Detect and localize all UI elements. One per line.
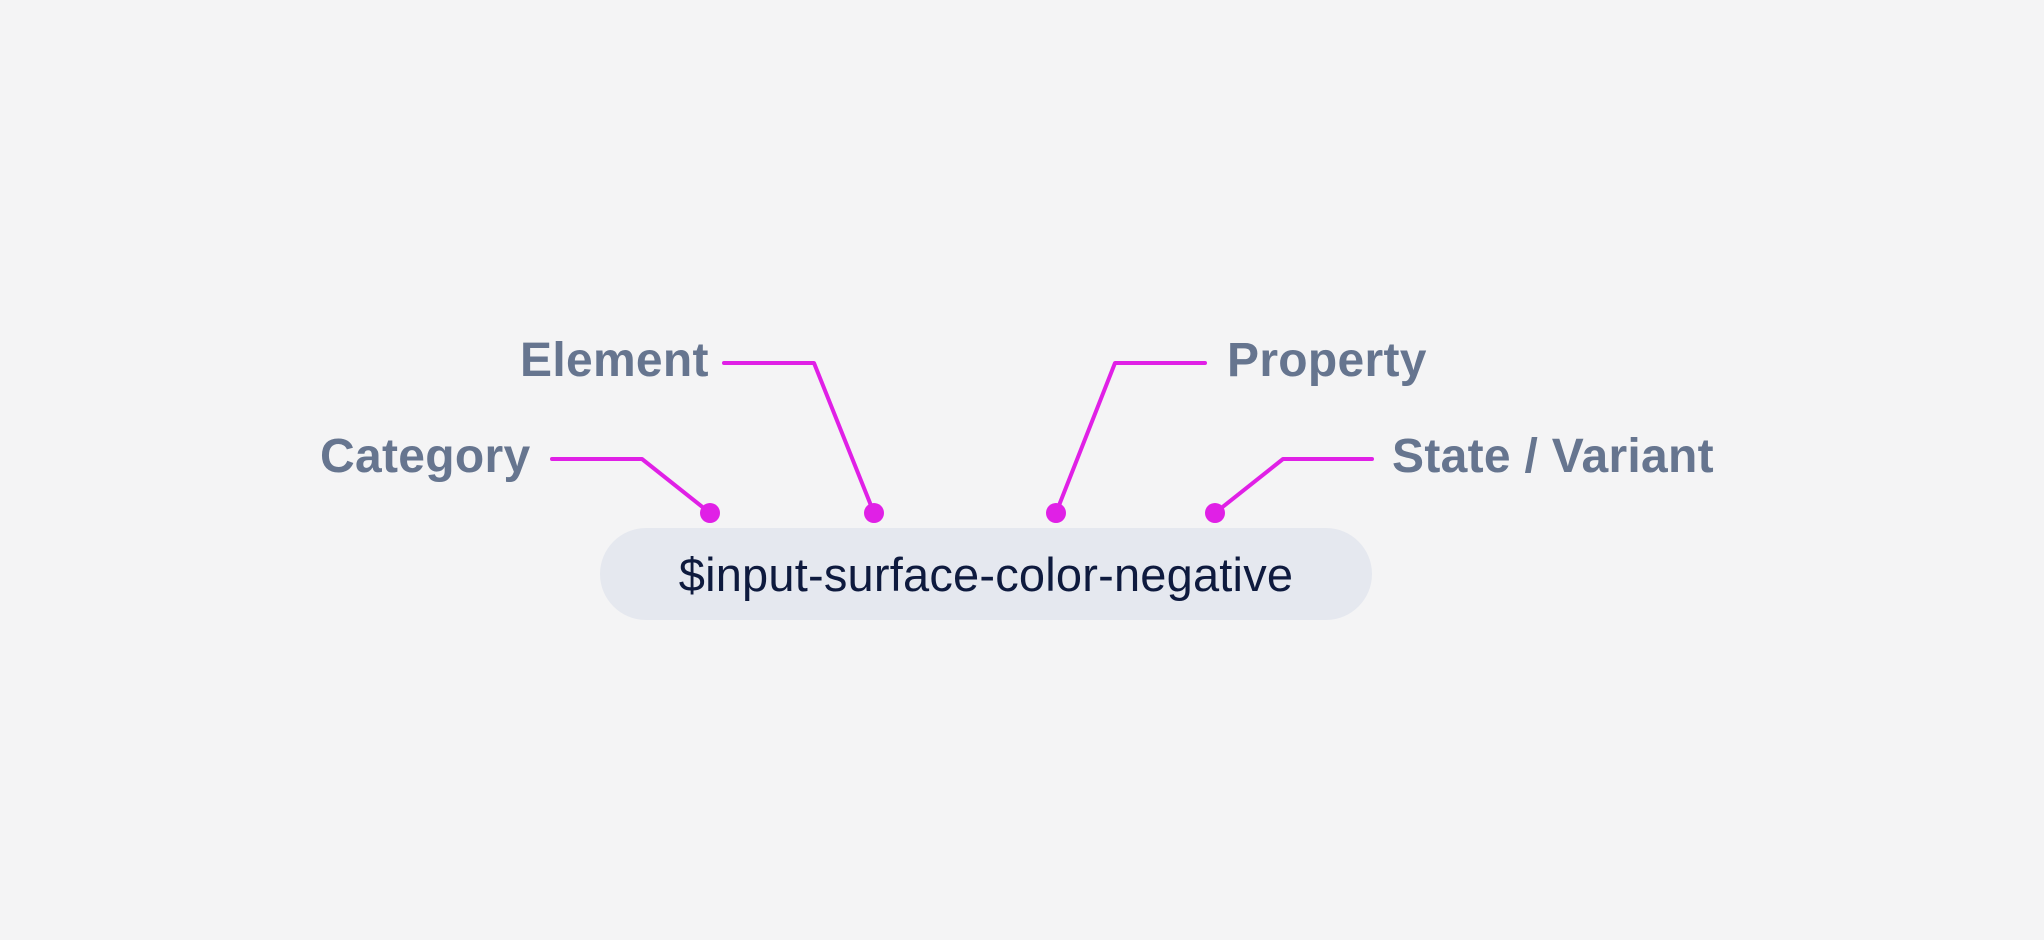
state-connector xyxy=(1213,457,1374,515)
state-variant-label: State / Variant xyxy=(1392,430,1714,483)
property-label: Property xyxy=(1227,334,1427,387)
element-dot xyxy=(864,503,884,523)
category-label: Category xyxy=(320,430,531,483)
token-name: $input-surface-color-negative xyxy=(678,547,1294,601)
property-dot xyxy=(1046,503,1066,523)
token-pill: $input-surface-color-negative xyxy=(600,528,1372,620)
category-dot xyxy=(700,503,720,523)
category-connector xyxy=(550,457,712,515)
property-connector xyxy=(1054,361,1207,515)
state-dot xyxy=(1205,503,1225,523)
element-label: Element xyxy=(520,334,709,387)
element-connector xyxy=(722,361,876,515)
